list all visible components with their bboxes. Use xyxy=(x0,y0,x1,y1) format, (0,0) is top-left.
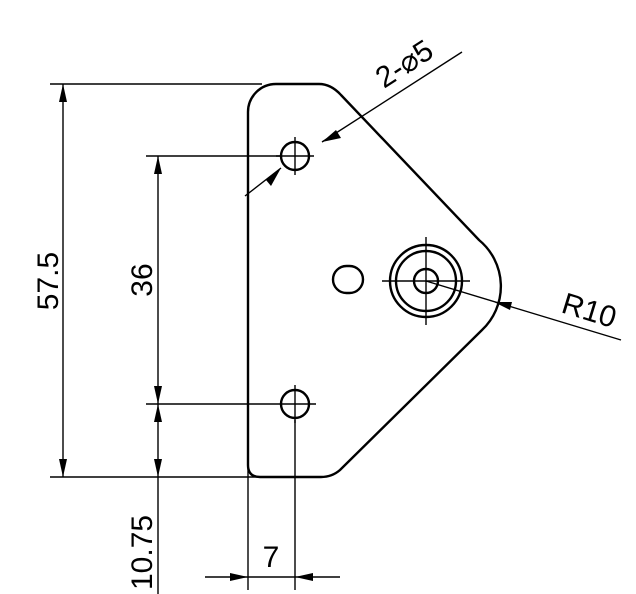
top-hole xyxy=(276,137,314,175)
dimension-text-36: 36 xyxy=(126,263,159,296)
dimension-text-57-5: 57.5 xyxy=(32,252,65,310)
dimension-overall-height: 57.5 xyxy=(32,83,262,478)
leader-radius: R10 xyxy=(425,280,622,341)
slot xyxy=(331,264,365,295)
dimension-hole-offset-x: 7 xyxy=(205,420,340,590)
callout-text-r10: R10 xyxy=(558,287,620,335)
dimension-hole-spacing: 36 xyxy=(126,155,280,405)
callout-text-2-dia-5: 2-⌀5 xyxy=(370,34,439,95)
leader-hole-callout: 2-⌀5 xyxy=(244,34,463,197)
dimension-text-10-75: 10.75 xyxy=(126,515,159,590)
dimension-text-7: 7 xyxy=(263,541,280,574)
dimension-bottom-offset: 10.75 xyxy=(126,404,162,594)
bottom-hole xyxy=(276,385,316,423)
